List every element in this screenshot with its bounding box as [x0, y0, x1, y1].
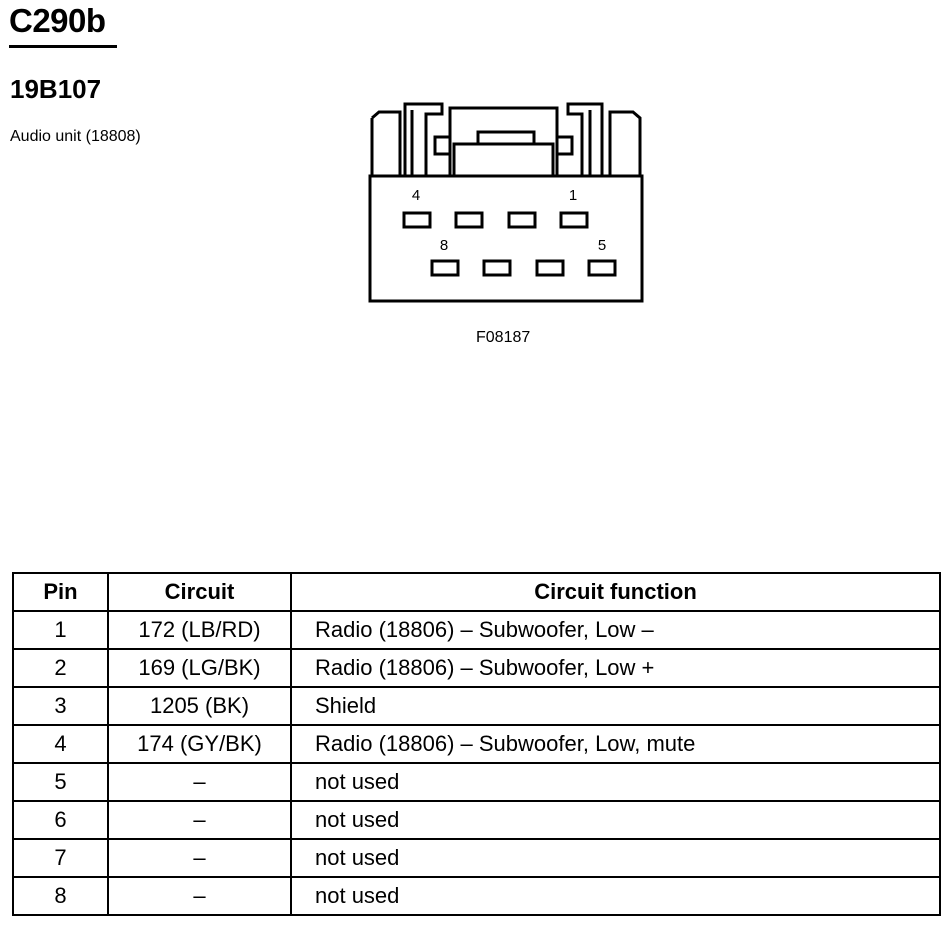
header-circuit: Circuit: [107, 572, 292, 612]
table-row: 2 169 (LG/BK) Radio (18806) – Subwoofer,…: [12, 648, 941, 688]
connector-latch: [448, 106, 559, 176]
cell-function: not used: [290, 876, 941, 916]
cell-circuit: –: [107, 762, 292, 802]
cell-pin: 3: [12, 686, 109, 726]
cell-circuit: –: [107, 876, 292, 916]
pin-label-4: 4: [412, 187, 420, 204]
pin-label-8: 8: [440, 237, 448, 254]
cell-function: Radio (18806) – Subwoofer, Low –: [290, 610, 941, 650]
cell-function: Radio (18806) – Subwoofer, Low, mute: [290, 724, 941, 764]
table-row: 1 172 (LB/RD) Radio (18806) – Subwoofer,…: [12, 610, 941, 650]
cell-function: not used: [290, 838, 941, 878]
pin-4-cavity: [402, 211, 432, 229]
cell-circuit: –: [107, 838, 292, 878]
pinout-table: Pin Circuit Circuit function 1 172 (LB/R…: [12, 572, 941, 916]
header-circuit-function: Circuit function: [290, 572, 941, 612]
table-row: 4 174 (GY/BK) Radio (18806) – Subwoofer,…: [12, 724, 941, 764]
part-number: 19B107: [10, 74, 102, 104]
figure-id: F08187: [476, 329, 531, 346]
cell-pin: 1: [12, 610, 109, 650]
header-pin: Pin: [12, 572, 109, 612]
cell-function: Radio (18806) – Subwoofer, Low +: [290, 648, 941, 688]
pin-1-cavity: [559, 211, 589, 229]
cell-pin: 5: [12, 762, 109, 802]
cell-pin: 7: [12, 838, 109, 878]
cell-function: Shield: [290, 686, 941, 726]
cell-circuit: 169 (LG/BK): [107, 648, 292, 688]
pin-8-cavity: [430, 259, 460, 277]
pin-2-cavity: [507, 211, 537, 229]
pin-label-5: 5: [598, 237, 606, 254]
cell-pin: 8: [12, 876, 109, 916]
cell-pin: 4: [12, 724, 109, 764]
table-row: 6 – not used: [12, 800, 941, 840]
cell-circuit: 1205 (BK): [107, 686, 292, 726]
title-underline: [9, 45, 117, 48]
connector-description: Audio unit (18808): [10, 128, 141, 145]
connector-id: C290b: [9, 2, 106, 39]
table-row: 3 1205 (BK) Shield: [12, 686, 941, 726]
connector-face-diagram: 4 1 8 5: [368, 102, 644, 303]
pin-label-1: 1: [569, 187, 577, 204]
cell-circuit: 174 (GY/BK): [107, 724, 292, 764]
table-row: 7 – not used: [12, 838, 941, 878]
cell-circuit: –: [107, 800, 292, 840]
cell-function: not used: [290, 800, 941, 840]
pin-5-cavity: [587, 259, 617, 277]
cell-pin: 6: [12, 800, 109, 840]
table-row: 8 – not used: [12, 876, 941, 916]
pin-6-cavity: [535, 259, 565, 277]
table-header-row: Pin Circuit Circuit function: [12, 572, 941, 612]
table-row: 5 – not used: [12, 762, 941, 802]
cell-pin: 2: [12, 648, 109, 688]
pin-3-cavity: [454, 211, 484, 229]
cell-circuit: 172 (LB/RD): [107, 610, 292, 650]
pin-7-cavity: [482, 259, 512, 277]
cell-function: not used: [290, 762, 941, 802]
